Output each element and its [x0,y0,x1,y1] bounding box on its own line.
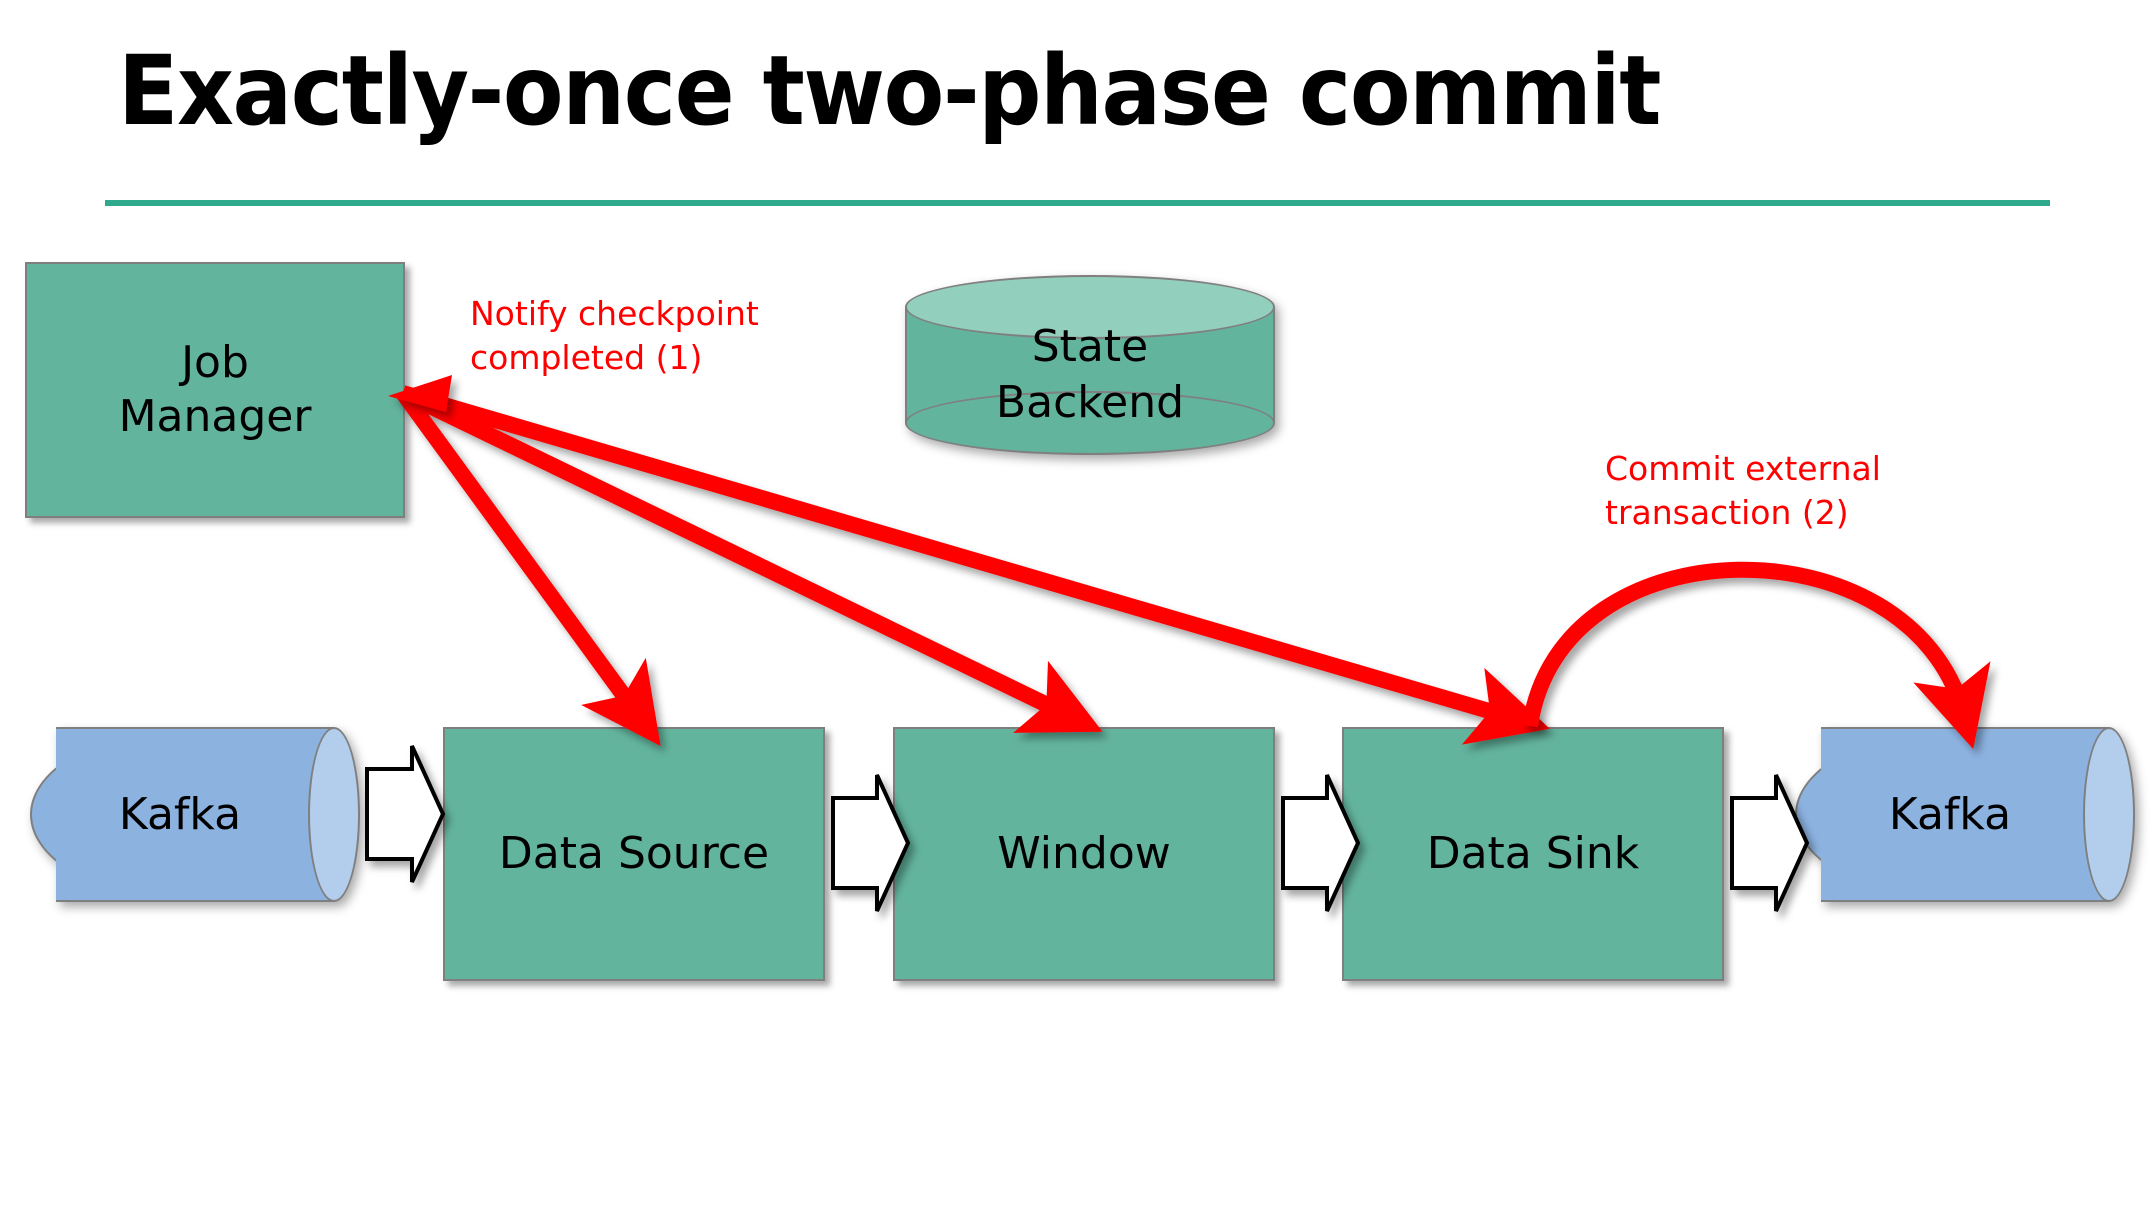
kafka-sink-body-rect [1821,727,2109,902]
node-window[interactable]: Window [893,727,1275,981]
node-job-manager-label: Job Manager [118,337,312,442]
red-curved-arrow-commit-external [1522,561,1991,749]
kafka-source-body-rect [56,727,334,902]
state-backend-top-ellipse [905,275,1275,339]
node-data-sink-label: Data Sink [1426,828,1640,879]
node-data-source-label: Data Source [498,828,770,879]
node-kafka-source[interactable]: Kafka [30,727,360,902]
flow-arrow-kafka-to-source [365,745,446,883]
kafka-source-end-cap [308,727,360,902]
node-data-sink[interactable]: Data Sink [1342,727,1724,981]
node-job-manager[interactable]: Job Manager [25,262,405,518]
node-kafka-sink-label: Kafka [1888,789,2012,840]
red-arrow-jobmanager-to-data-source [396,388,661,747]
annotation-commit-external: Commit external transaction (2) [1605,449,1881,532]
title-underline-rule [105,200,2050,206]
annotation-notify-checkpoint: Notify checkpoint completed (1) [470,294,759,377]
node-data-source[interactable]: Data Source [443,727,825,981]
kafka-sink-end-cap [2083,727,2135,902]
node-state-backend-label: State Backend [995,321,1185,428]
page-title: Exactly-once two-phase commit [118,35,1662,147]
node-window-label: Window [997,828,1171,879]
node-kafka-sink[interactable]: Kafka [1795,727,2135,902]
node-state-backend[interactable]: State Backend [905,275,1275,455]
node-kafka-source-label: Kafka [118,789,242,840]
